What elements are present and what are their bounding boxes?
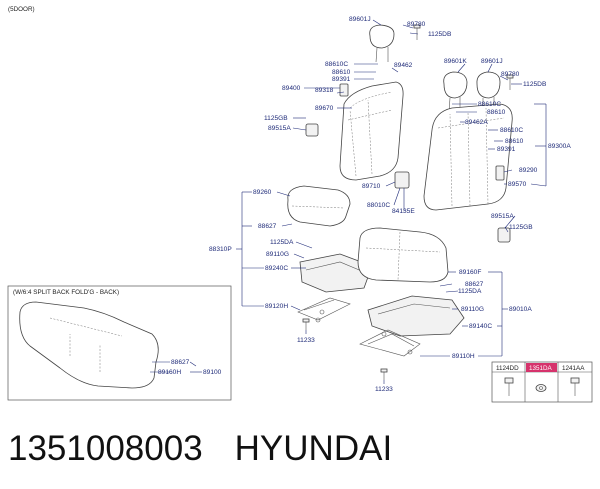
seat-pan-large	[367, 295, 465, 337]
callout-89290: 89290	[519, 167, 538, 174]
seat-pan-small	[299, 253, 373, 293]
latch-89710	[394, 171, 410, 189]
callout-89120H: 89120H	[265, 303, 288, 310]
screw-11233-right	[380, 368, 388, 380]
callout-89780-right: 89780	[501, 71, 520, 78]
callout-89710: 89710	[362, 183, 381, 190]
callout-84135E: 84135E	[392, 208, 415, 215]
callout-labels: 89601J 89780 1125DB 88610C 88610 89391 8…	[158, 16, 571, 393]
callout-89515A-right: 89515A	[491, 213, 514, 220]
seat-back-large	[423, 103, 513, 211]
leader-lines	[150, 19, 547, 384]
parts-drawings	[287, 24, 514, 380]
callout-89110G-left: 89110G	[266, 251, 289, 258]
brand-name: HYUNDAI	[234, 429, 393, 468]
callout-89110H: 89110H	[452, 353, 475, 360]
callout-1125GB-left: 1125GB	[264, 115, 288, 122]
callout-88610C-left: 88610C	[325, 61, 348, 68]
variant-label: (5DOOR)	[8, 6, 35, 13]
callout-11233-right: 11233	[375, 386, 393, 393]
inset-frame	[7, 285, 232, 401]
legend-cell-1351DA: 1351DA	[529, 365, 553, 372]
callout-89601J-left: 89601J	[349, 16, 371, 23]
callout-89391-left: 89391	[332, 76, 351, 83]
callout-1125DA-left: 1125DA	[270, 239, 294, 246]
callout-89160F: 89160F	[459, 269, 481, 276]
inset-split-seat-back	[19, 301, 159, 389]
wire-frame-large	[359, 329, 421, 357]
callout-11233-left: 11233	[297, 337, 315, 344]
callout-88610C-right: 88610C	[500, 127, 523, 134]
callout-89300A: 89300A	[548, 143, 571, 150]
callout-88310P: 88310P	[209, 246, 232, 253]
screw-11233-left	[302, 318, 310, 330]
headrest-left	[369, 24, 395, 63]
inset-caption: (W/6:4 SPLIT BACK FOLD'G - BACK)	[13, 289, 119, 296]
part-number: 1351008003	[8, 429, 203, 468]
callout-89010A: 89010A	[509, 306, 532, 313]
legend-cell-1124DD: 1124DD	[496, 365, 519, 372]
callout-88627-right: 88627	[465, 281, 484, 288]
legend-cell-1241AA: 1241AA	[562, 365, 585, 372]
callout-89462: 89462	[394, 62, 413, 69]
callout-89780-left: 89780	[407, 21, 426, 28]
bracket-89515A-left	[305, 123, 319, 137]
callout-89100: 89100	[203, 369, 222, 376]
seat-cushion-large	[357, 227, 449, 283]
callout-89515A-left: 89515A	[268, 125, 291, 132]
screw-1241AA-symbol	[570, 377, 580, 396]
callout-89570: 89570	[508, 181, 527, 188]
legend-highlight	[526, 363, 557, 372]
headrest-right-a	[443, 71, 468, 113]
bracket-89515A-right	[497, 227, 511, 243]
fastener-legend: 1124DD 1351DA 1241AA	[491, 361, 593, 403]
callout-89601J-right: 89601J	[481, 58, 503, 65]
screw-1125DB-right	[506, 74, 514, 90]
callout-88610-left: 88610	[332, 69, 351, 76]
callout-88610C-right-top: 88610C	[478, 101, 501, 108]
callout-88010C: 88010C	[367, 202, 390, 209]
callout-1125GB-right: 1125GB	[509, 224, 533, 231]
callout-89318: 89318	[315, 87, 334, 94]
callout-89240C: 89240C	[265, 265, 288, 272]
footer: 1351008003 HYUNDAI	[8, 424, 592, 474]
callout-88627-inset: 88627	[171, 359, 190, 366]
seat-cushion-small	[287, 185, 351, 227]
callout-89391-right: 89391	[497, 146, 516, 153]
bolt-1124DD-symbol	[504, 377, 514, 396]
guide-89318	[339, 83, 349, 97]
callout-89400: 89400	[282, 85, 301, 92]
callout-88627-upper: 88627	[258, 223, 277, 230]
guide-89290	[495, 165, 505, 181]
callout-88610-right-top: 88610	[487, 109, 506, 116]
callout-89601K: 89601K	[444, 58, 467, 65]
callout-1125DB-right: 1125DB	[523, 81, 547, 88]
callout-1125DA-right: 1125DA	[458, 288, 482, 295]
seat-back-small	[339, 81, 404, 181]
callout-89462A: 89462A	[465, 119, 488, 126]
callout-89110G-right: 89110G	[461, 306, 484, 313]
callout-89260: 89260	[253, 189, 272, 196]
callout-1125DB-left: 1125DB	[428, 31, 452, 38]
callout-89670: 89670	[315, 105, 334, 112]
callout-89140C: 89140C	[469, 323, 492, 330]
nut-1351DA-symbol	[535, 384, 547, 392]
callout-88610-right: 88610	[505, 138, 524, 145]
callout-89160H: 89160H	[158, 369, 181, 376]
wire-frame-small	[297, 297, 351, 323]
